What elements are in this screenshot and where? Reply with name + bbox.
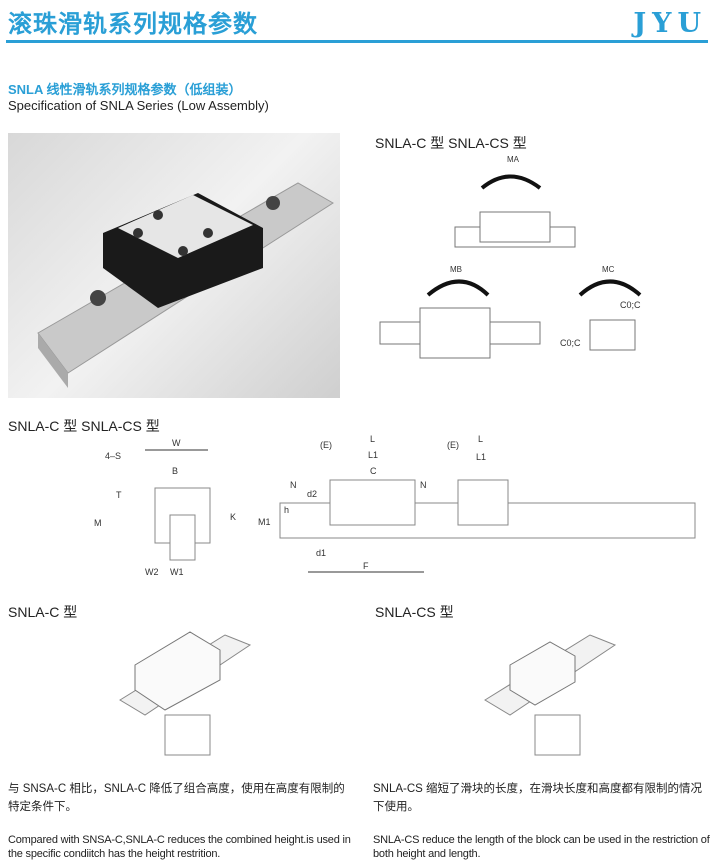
dim-l: L bbox=[370, 434, 375, 444]
snla-c-title: SNLA-C 型 bbox=[8, 604, 78, 620]
mb-label: MB bbox=[450, 265, 462, 274]
snla-cs-title: SNLA-CS 型 bbox=[375, 604, 454, 620]
snla-cs-description-cn: SNLA-CS 缩短了滑块的长度，在滑块长度和高度都有限制的情况下使用。 bbox=[373, 783, 703, 813]
load-side-label: C0;C bbox=[560, 338, 581, 348]
snla-c-description-cn: 与 SNSA-C 相比，SNLA-C 降低了组合高度，使用在高度有限制的特定条件… bbox=[8, 783, 345, 813]
snla-c-illustration bbox=[119, 631, 252, 756]
dim-w2: W2 bbox=[145, 567, 159, 577]
section-subtitle-en: Specification of SNLA Series (Low Assemb… bbox=[8, 98, 269, 113]
dim-c: C bbox=[370, 466, 377, 476]
snla-cs-illustration bbox=[484, 634, 617, 756]
dimensions-title: SNLA-C 型 SNLA-CS 型 bbox=[8, 418, 160, 434]
dim-s: 4–S bbox=[105, 451, 121, 461]
dim-b: B bbox=[172, 466, 178, 476]
dim-e: (E) bbox=[320, 440, 332, 450]
page-title: 滚珠滑轨系列规格参数 bbox=[8, 11, 258, 38]
dim-w1: W1 bbox=[170, 567, 184, 577]
mb-arrow-icon bbox=[426, 279, 490, 297]
dim-n: N bbox=[290, 480, 297, 490]
dim-k: K bbox=[230, 512, 236, 522]
moment-diagrams: MA MB MC C0;C C0;C bbox=[379, 155, 642, 359]
mc-label: MC bbox=[602, 265, 615, 274]
dim-l1: L1 bbox=[368, 450, 378, 460]
dim-l1-cs: L1 bbox=[476, 452, 486, 462]
dim-t: T bbox=[116, 490, 122, 500]
dim-d1: d1 bbox=[316, 548, 326, 558]
dim-e-cs: (E) bbox=[447, 440, 459, 450]
brand-logo: JYU bbox=[633, 8, 707, 39]
dim-h: h bbox=[284, 505, 289, 515]
dim-d2: d2 bbox=[307, 489, 317, 499]
snla-cs-description-en: SNLA-CS reduce the length of the block c… bbox=[373, 834, 710, 860]
load-top-label: C0;C bbox=[620, 300, 641, 310]
snla-c-description-en: Compared with SNSA-C,SNLA-C reduces the … bbox=[8, 834, 351, 860]
linear-guide-photo bbox=[37, 182, 334, 388]
product-photo bbox=[8, 133, 340, 398]
dim-m1: M1 bbox=[258, 517, 271, 527]
header-divider bbox=[6, 40, 708, 43]
ma-label: MA bbox=[507, 155, 520, 164]
dim-w: W bbox=[172, 438, 181, 448]
dim-l-cs: L bbox=[478, 434, 483, 444]
dimension-drawings: W 4–S B T M K W2 W1 (E) L L1 C N d2 h M1… bbox=[94, 434, 696, 577]
dim-m: M bbox=[94, 518, 102, 528]
moments-title: SNLA-C 型 SNLA-CS 型 bbox=[375, 135, 527, 151]
section-subtitle-cn: SNLA 线性滑轨系列规格参数（低组装） bbox=[8, 82, 242, 97]
dim-n-cs: N bbox=[420, 480, 427, 490]
mc-arrow-icon bbox=[578, 279, 642, 297]
ma-arrow-icon bbox=[480, 174, 542, 190]
dim-f: F bbox=[363, 561, 369, 571]
